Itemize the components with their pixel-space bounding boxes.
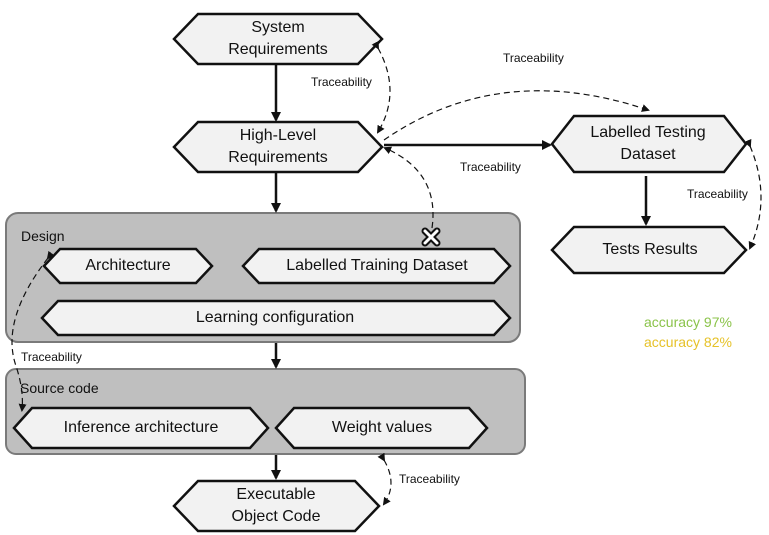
system-requirements-node[interactable] [172,12,384,66]
testing-dataset-line2: Dataset [620,146,676,163]
traceability-label-5: Traceability [21,350,82,364]
system-requirements-line2: Requirements [228,41,328,58]
trace-sysreq-hlr [371,40,391,134]
labelled-training-dataset-node[interactable] [241,247,512,285]
traceability-label-3: Traceability [460,160,521,174]
trace-weights-eoc [377,452,392,506]
high-level-requirements-node[interactable] [172,120,384,174]
testing-dataset-line1: Labelled Testing [590,124,706,141]
weight-values-label: Weight values [331,419,433,436]
trace-hlr-testing-dataset [383,90,650,141]
trace-testing-dataset-results [743,138,762,250]
executable-object-code-label: Executable Object Code [196,484,356,528]
accuracy-second: accuracy 82% [644,334,732,350]
high-level-requirements-label: High-Level Requirements [198,125,358,169]
accuracy-first: accuracy 97% [644,314,732,330]
architecture-label: Architecture [85,257,171,274]
traceability-label-1: Traceability [311,75,372,89]
source-code-group-title: Source code [20,380,99,396]
weight-values-node[interactable] [274,406,489,450]
eoc-line1: Executable [236,486,316,503]
hlr-line1: High-Level [239,127,317,144]
learning-configuration-node[interactable] [40,299,512,337]
tests-results-node[interactable] [550,225,748,275]
traceability-label-2: Traceability [503,51,564,65]
eoc-line2: Object Code [231,508,321,525]
executable-object-code-node[interactable] [172,479,381,533]
learning-configuration-label: Learning configuration [195,309,355,326]
traceability-label-6: Traceability [399,472,460,486]
broken-link-x-icon [421,227,441,247]
labelled-testing-dataset-label: Labelled Testing Dataset [568,122,728,166]
design-group-title: Design [21,228,65,244]
tests-results-label: Tests Results [602,241,698,258]
hlr-line2: Requirements [228,149,328,166]
architecture-node[interactable] [42,247,214,285]
traceability-label-4: Traceability [687,187,748,201]
trace-training-dataset-hlr [383,146,434,229]
labelled-training-dataset-label: Labelled Training Dataset [286,257,468,274]
inference-architecture-label: Inference architecture [63,419,219,436]
system-requirements-label: System Requirements [198,17,358,61]
system-requirements-line1: System [251,19,305,36]
